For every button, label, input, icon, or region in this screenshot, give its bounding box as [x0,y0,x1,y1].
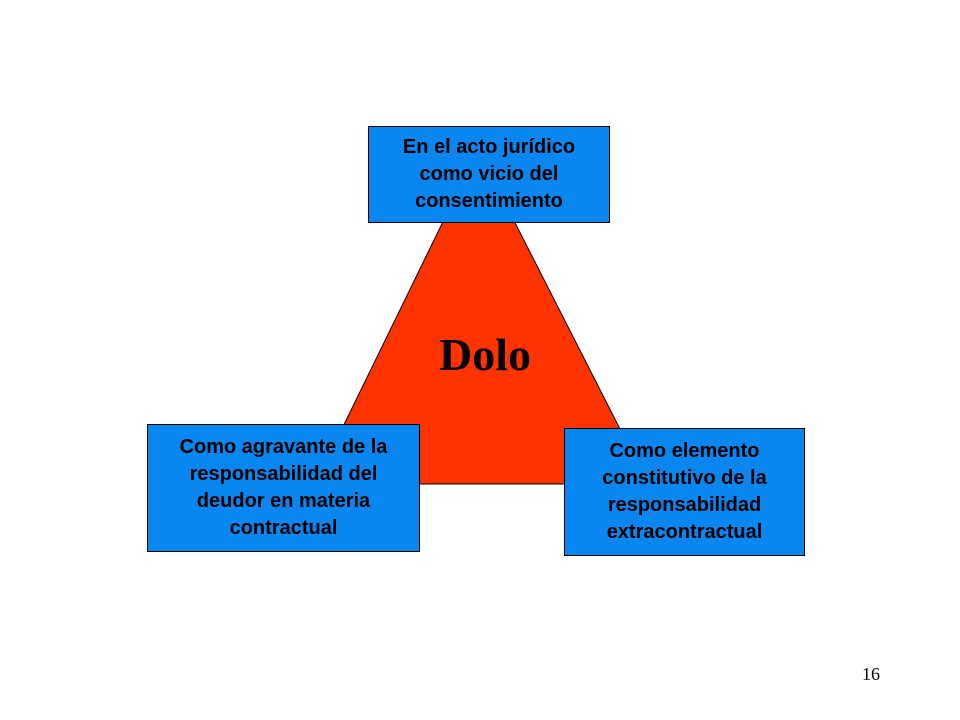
dolo-triangle [314,148,649,485]
page-number: 16 [862,664,880,684]
node-elemento-extracontractual: Como elemento constitutivo de la respons… [564,428,805,556]
node-acto-juridico: En el acto jurídico como vicio del conse… [368,126,610,223]
center-label: Dolo [439,329,531,380]
node-agravante-contractual: Como agravante de la responsabilidad del… [147,424,420,552]
